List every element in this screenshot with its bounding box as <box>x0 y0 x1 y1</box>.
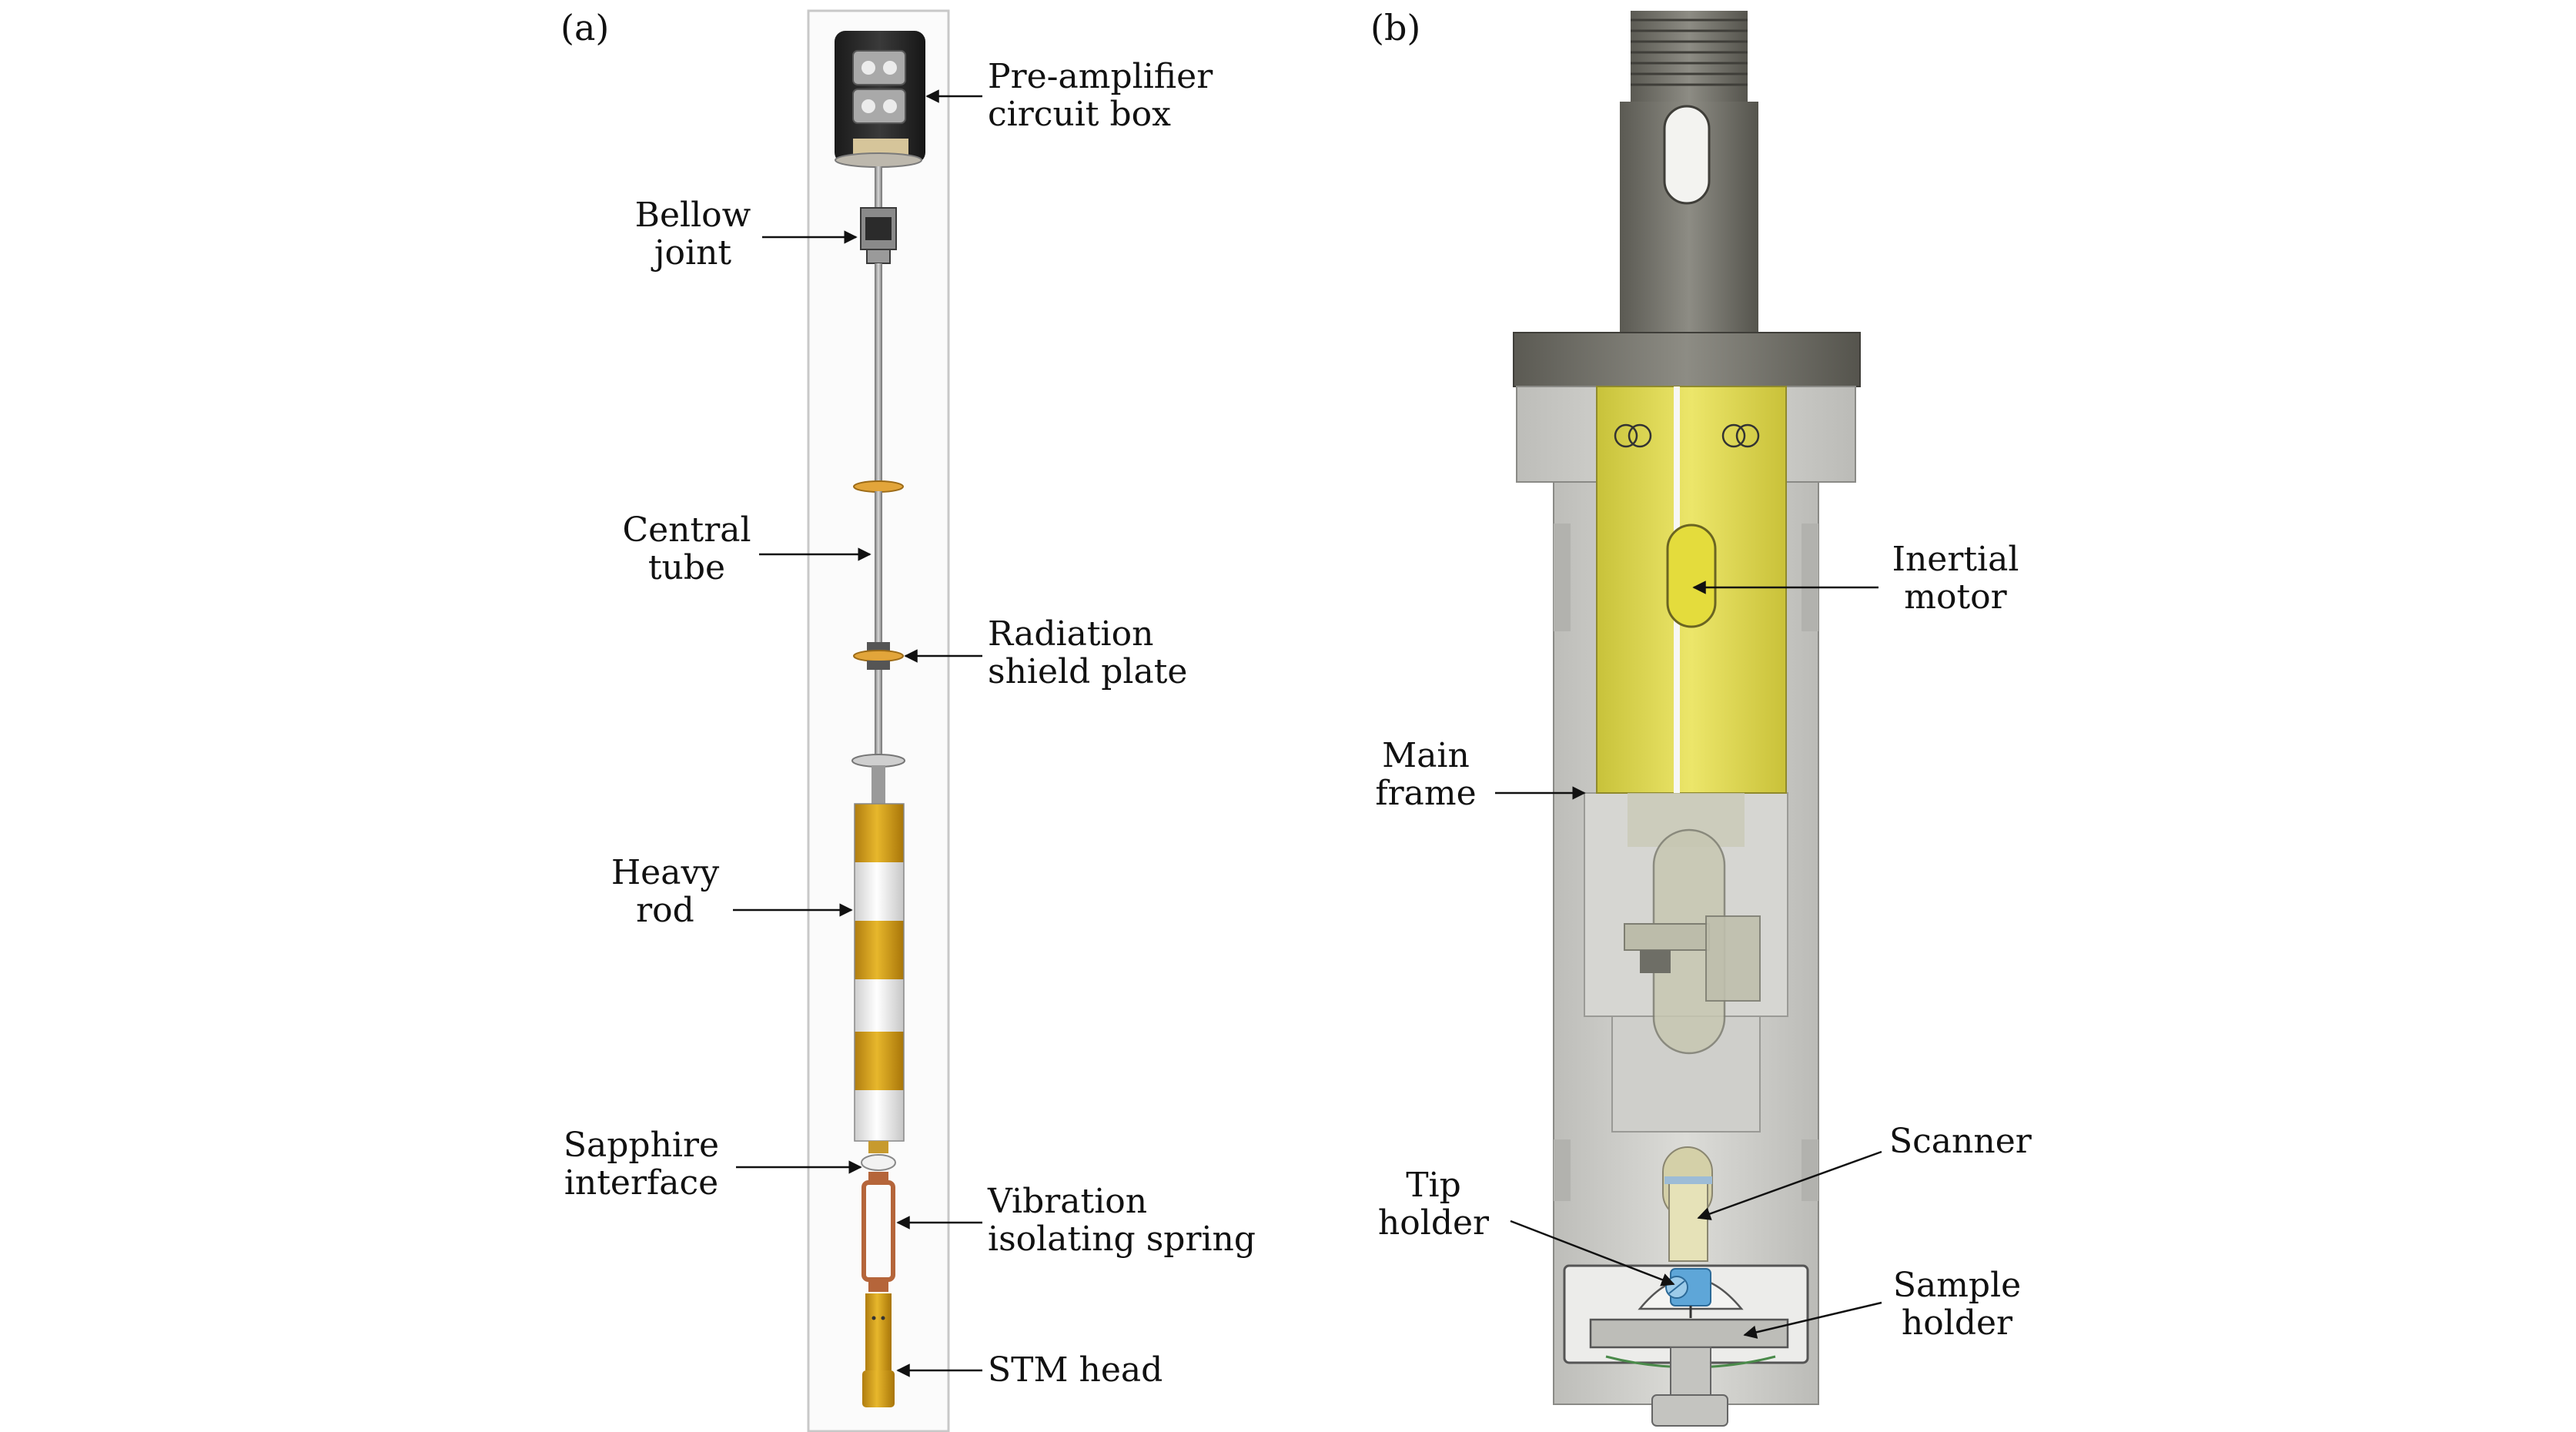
label-mainframe-line2: frame <box>1375 774 1476 813</box>
label-tip-line1: Tip <box>1406 1166 1461 1205</box>
stm-head-drawing <box>862 1293 895 1407</box>
label-scanner-text: Scanner <box>1889 1122 2032 1161</box>
panel-b-illustration <box>1513 11 1861 1427</box>
label-tip: Tip holder <box>1378 1166 1675 1286</box>
label-radiation-line1: Radiation <box>988 614 1153 654</box>
panel-b-tag: (b) <box>1370 7 1420 49</box>
label-preamp-line1: Pre-amplifier <box>988 57 1213 96</box>
label-sample-line1: Sample <box>1893 1266 2021 1305</box>
label-central-line2: tube <box>648 548 725 587</box>
arrow-tip <box>1510 1220 1675 1286</box>
label-stm-text: STM head <box>988 1350 1163 1390</box>
label-scanner: Scanner <box>1697 1122 2032 1220</box>
label-inertial-line2: motor <box>1904 577 2007 617</box>
threaded-top-drawing <box>1620 11 1758 333</box>
label-bellow-line1: Bellow <box>635 196 751 235</box>
label-spring-line2: isolating spring <box>988 1220 1256 1259</box>
label-stm: STM head <box>896 1350 1163 1390</box>
inertial-motor-drawing <box>1596 386 1787 794</box>
scanner-drawing <box>1662 1146 1713 1262</box>
heavy-rod-drawing <box>854 803 905 1142</box>
preamp-box-drawing <box>835 31 925 168</box>
label-sapphire: Sapphire interface <box>564 1126 862 1203</box>
bellow-joint-drawing <box>860 207 897 264</box>
label-radiation-line2: shield plate <box>988 652 1187 691</box>
spring-drawing <box>861 1172 895 1292</box>
label-spring: Vibration isolating spring <box>896 1182 1256 1259</box>
label-heavy-line1: Heavy <box>611 853 720 892</box>
label-heavy: Heavy rod <box>611 853 853 930</box>
label-central-line1: Central <box>622 510 751 550</box>
panel-a-illustration <box>807 9 950 1432</box>
label-mainframe: Main frame <box>1375 736 1586 813</box>
label-spring-line1: Vibration <box>987 1182 1147 1221</box>
label-central: Central tube <box>622 510 871 587</box>
label-preamp: Pre-amplifier circuit box <box>925 57 1213 134</box>
flange-drawing <box>1513 332 1861 387</box>
label-sapphire-line1: Sapphire <box>564 1126 719 1165</box>
arrow-sample <box>1743 1301 1882 1339</box>
label-bellow-line2: joint <box>651 233 732 273</box>
label-mainframe-line1: Main <box>1382 736 1470 775</box>
label-tip-line2: holder <box>1378 1203 1490 1243</box>
label-bellow: Bellow joint <box>635 196 858 273</box>
radiation-shield-drawing <box>853 642 904 670</box>
label-inertial: Inertial motor <box>1692 540 2019 617</box>
arrow-scanner <box>1697 1150 1882 1220</box>
label-heavy-line2: rod <box>636 891 694 930</box>
slider-parts-drawing <box>1624 793 1761 1055</box>
panel-a-tag: (a) <box>560 7 609 49</box>
label-sample-line2: holder <box>1902 1303 2013 1343</box>
label-radiation: Radiation shield plate <box>904 614 1187 691</box>
label-inertial-line1: Inertial <box>1892 540 2019 579</box>
label-preamp-line2: circuit box <box>988 95 1171 134</box>
label-sample: Sample holder <box>1743 1266 2021 1343</box>
label-sapphire-line2: interface <box>564 1163 718 1203</box>
